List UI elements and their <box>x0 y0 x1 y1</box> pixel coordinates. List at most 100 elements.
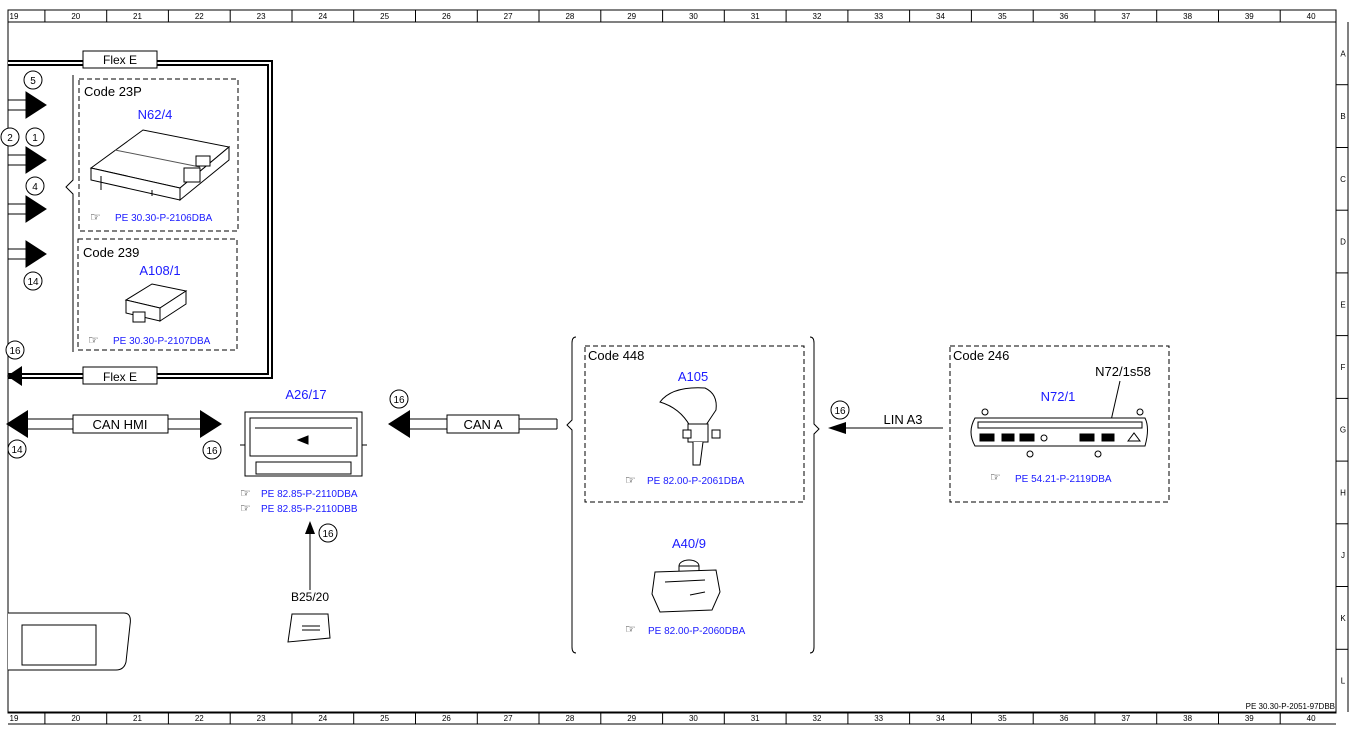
flex-e-label-top: Flex E <box>82 50 158 69</box>
column-number: 34 <box>936 12 945 21</box>
ref-icon: ☞ <box>240 501 251 515</box>
row-letter: A <box>1340 49 1346 58</box>
column-number: 25 <box>380 12 389 21</box>
left-arrows <box>8 91 47 268</box>
column-number: 31 <box>751 12 760 21</box>
a40-9-label: A40/9 <box>672 536 706 551</box>
connector-16-hmi: 16 <box>202 440 222 460</box>
code-23p-box <box>78 78 239 232</box>
column-number: 39 <box>1245 12 1254 21</box>
column-number: 25 <box>380 714 389 723</box>
flex-e-arrowhead <box>7 366 22 386</box>
can-hmi-label: CAN HMI <box>93 417 148 432</box>
n72-1-reference: PE 54.21-P-2119DBA <box>1015 474 1112 485</box>
row-letter: J <box>1341 551 1345 560</box>
a26-17-reference-2: PE 82.85-P-2110DBB <box>261 504 358 515</box>
n62-4-label: N62/4 <box>138 107 173 122</box>
column-number: 36 <box>1060 714 1069 723</box>
column-number: 29 <box>627 714 636 723</box>
column-number: 20 <box>71 12 80 21</box>
a105-label: A105 <box>678 369 708 384</box>
svg-text:4: 4 <box>32 182 38 193</box>
column-number: 21 <box>133 714 142 723</box>
column-number: 24 <box>318 714 327 723</box>
shifter-bracket-right <box>809 336 820 654</box>
connector-2: 2 <box>0 127 20 147</box>
row-letter: E <box>1340 300 1345 309</box>
n62-4-reference: PE 30.30-P-2106DBA <box>115 213 213 224</box>
code-23p-label: Code 23P <box>84 84 142 99</box>
ref-icon: ☞ <box>240 486 251 500</box>
column-number: 31 <box>751 714 760 723</box>
shifter-bracket-left <box>566 336 577 654</box>
code-239-label: Code 239 <box>83 245 139 260</box>
column-number: 34 <box>936 714 945 723</box>
code-246-label: Code 246 <box>953 348 1009 363</box>
column-number: 26 <box>442 12 451 21</box>
a26-17-unit-image <box>240 411 367 477</box>
svg-text:16: 16 <box>206 446 218 457</box>
column-number: 33 <box>874 714 883 723</box>
a26-17-label: A26/17 <box>285 387 326 402</box>
column-number: 28 <box>565 714 574 723</box>
svg-text:16: 16 <box>393 395 405 406</box>
lin-a3-label: LIN A3 <box>883 412 922 427</box>
connector-16-flex: 16 <box>5 340 25 360</box>
svg-text:14: 14 <box>27 277 39 288</box>
row-letter: H <box>1340 489 1346 498</box>
svg-text:14: 14 <box>11 445 23 456</box>
n72-1s58-label: N72/1s58 <box>1095 364 1151 379</box>
column-number: 38 <box>1183 12 1192 21</box>
column-number: 35 <box>998 12 1007 21</box>
ref-icon: ☞ <box>625 622 636 636</box>
b25-20-sensor-image <box>287 613 331 643</box>
a105-reference: PE 82.00-P-2061DBA <box>647 476 745 487</box>
connector-14-hmi: 14 <box>7 439 27 459</box>
a40-9-controller-image <box>651 559 721 613</box>
ref-icon: ☞ <box>88 333 99 347</box>
connector-16-lin: 16 <box>830 400 850 420</box>
svg-text:2: 2 <box>7 133 13 144</box>
column-number: 38 <box>1183 714 1192 723</box>
connector-16-b25: 16 <box>318 523 338 543</box>
code-group-brace <box>65 75 74 352</box>
lin-a3-bus: LIN A3 <box>828 412 943 434</box>
display-image <box>8 612 131 671</box>
connector-16-can-a: 16 <box>389 389 409 409</box>
drawing-frame <box>7 9 1349 725</box>
column-number: 21 <box>133 12 142 21</box>
column-number: 27 <box>504 12 513 21</box>
column-number: 24 <box>318 12 327 21</box>
a108-1-reference: PE 30.30-P-2107DBA <box>113 336 211 347</box>
column-number: 36 <box>1060 12 1069 21</box>
code-239-box <box>77 238 238 351</box>
column-number: 19 <box>10 12 19 21</box>
column-number: 28 <box>565 12 574 21</box>
column-number: 37 <box>1121 12 1130 21</box>
b25-20-label: B25/20 <box>291 590 329 604</box>
can-hmi-bus: CAN HMI <box>6 410 222 438</box>
row-letter: K <box>1340 614 1346 623</box>
column-number: 23 <box>257 12 266 21</box>
column-number: 39 <box>1245 714 1254 723</box>
n62-4-module-image <box>89 129 231 202</box>
row-letter: L <box>1341 677 1346 686</box>
column-number: 22 <box>195 714 204 723</box>
svg-text:16: 16 <box>9 346 21 357</box>
column-number: 20 <box>71 714 80 723</box>
connector-4: 4 <box>25 176 45 196</box>
row-letter: D <box>1340 238 1346 247</box>
connector-1: 1 <box>25 127 45 147</box>
svg-text:16: 16 <box>322 529 334 540</box>
row-letter: C <box>1340 175 1346 184</box>
b25-20-arrow <box>305 521 315 590</box>
column-number: 30 <box>689 714 698 723</box>
column-number: 19 <box>10 714 19 723</box>
column-number: 30 <box>689 12 698 21</box>
column-number: 32 <box>813 714 822 723</box>
code-246-box <box>949 345 1170 503</box>
svg-text:16: 16 <box>834 406 846 417</box>
svg-text:5: 5 <box>30 76 36 87</box>
